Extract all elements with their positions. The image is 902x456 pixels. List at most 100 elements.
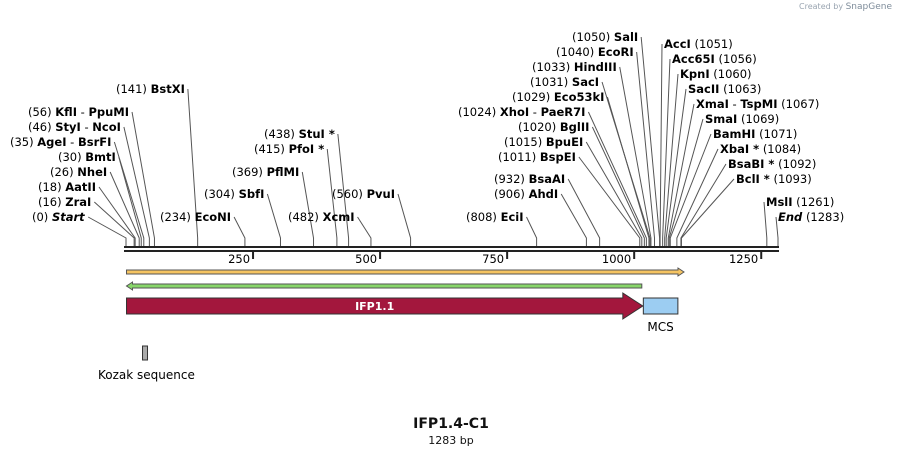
site-connector <box>560 193 587 246</box>
restriction-site[interactable]: (1024) XhoI - PaeR7I <box>458 105 647 246</box>
site-connector <box>601 81 651 246</box>
site-label: (369) PflMI <box>232 165 299 179</box>
site-connector <box>680 163 727 246</box>
site-connector <box>587 111 647 246</box>
site-connector <box>668 118 704 246</box>
restriction-site[interactable]: (1031) SacI <box>530 75 651 246</box>
restriction-site[interactable]: XmaI - TspMI (1067) <box>667 97 819 246</box>
mcs-feature-box[interactable] <box>642 297 679 315</box>
restriction-site[interactable]: (1040) EcoRI <box>556 45 656 246</box>
site-label: SacII (1063) <box>688 82 761 96</box>
restriction-site[interactable]: (35) AgeI - BsrFI <box>10 135 145 246</box>
restriction-site[interactable]: (56) KflI - PpuMI <box>28 105 155 246</box>
map-length: 1283 bp <box>428 434 474 447</box>
site-connector <box>87 216 127 246</box>
restriction-site[interactable]: AccI (1051) <box>659 37 733 246</box>
axis-tick-label: 1000 <box>602 252 631 266</box>
site-label: (30) BmtI <box>58 150 116 164</box>
ifp-feature-arrow[interactable] <box>126 292 644 320</box>
features: IFP1.1 MCS Kozak sequence <box>98 267 685 382</box>
restriction-site[interactable]: (808) EciI <box>466 210 538 246</box>
restriction-site[interactable]: (16) ZraI <box>38 195 135 246</box>
site-connector <box>98 186 136 246</box>
site-label: (46) StyI - NcoI <box>28 120 121 134</box>
site-connector <box>664 73 679 246</box>
restriction-site[interactable]: (906) AhdI <box>494 187 587 246</box>
restriction-site[interactable]: KpnI (1060) <box>664 67 752 246</box>
restriction-site[interactable]: (932) BsaAI <box>494 172 601 246</box>
restriction-site[interactable]: (415) PfoI * <box>254 142 338 246</box>
site-connector <box>337 133 350 246</box>
site-label: (1029) Eco53kI <box>512 90 604 104</box>
site-label: (35) AgeI - BsrFI <box>10 135 111 149</box>
restriction-site[interactable]: SacII (1063) <box>665 82 761 246</box>
site-connector <box>680 178 735 246</box>
site-label: Acc65I (1056) <box>672 52 757 66</box>
site-label: (26) NheI <box>50 165 107 179</box>
site-label: (16) ZraI <box>38 195 91 209</box>
site-connector <box>109 171 140 246</box>
kozak-feature-box[interactable] <box>142 345 149 361</box>
restriction-site[interactable]: (304) SbfI <box>204 187 281 246</box>
site-connector <box>763 201 768 246</box>
site-label: (1040) EcoRI <box>556 45 634 59</box>
restriction-site[interactable]: (560) PvuI <box>332 187 412 246</box>
axis-tick-label: 500 <box>355 252 377 266</box>
site-connector <box>266 193 281 246</box>
restriction-site[interactable]: (0) Start <box>32 210 127 246</box>
restriction-site[interactable]: (438) StuI * <box>264 127 350 246</box>
site-connector <box>118 156 142 246</box>
restriction-site[interactable]: (46) StyI - NcoI <box>28 120 150 246</box>
orf-reverse-arrow[interactable] <box>125 281 643 291</box>
kozak-feature-label: Kozak sequence <box>98 368 195 382</box>
restriction-site[interactable]: BclI * (1093) <box>680 172 812 246</box>
created-by-text: Created by <box>799 2 844 11</box>
restriction-site[interactable]: (1011) BspEI <box>498 150 641 246</box>
site-label: (906) AhdI <box>494 187 558 201</box>
restriction-site[interactable]: (1050) SalI <box>572 30 661 246</box>
restriction-site[interactable]: SmaI (1069) <box>668 112 779 246</box>
restriction-site[interactable]: (141) BstXI <box>116 82 199 246</box>
site-connector <box>233 216 246 246</box>
site-label: (1015) BpuEI <box>504 135 583 149</box>
site-label: (415) PfoI * <box>254 142 324 156</box>
restriction-site[interactable]: (1033) HindIII <box>532 60 652 246</box>
restriction-site[interactable]: (30) BmtI <box>58 150 142 246</box>
site-connector <box>640 36 661 246</box>
site-connector <box>187 88 199 246</box>
site-connector <box>123 126 150 246</box>
site-label: (141) BstXI <box>116 82 185 96</box>
site-connector <box>113 141 145 246</box>
site-connector <box>619 66 652 246</box>
site-label: BamHI (1071) <box>713 127 797 141</box>
restriction-site[interactable]: MslI (1261) <box>763 195 834 246</box>
map-title-block: IFP1.4-C1 1283 bp <box>0 416 902 447</box>
restriction-site[interactable]: (369) PflMI <box>232 165 315 246</box>
site-label: KpnI (1060) <box>680 67 752 81</box>
site-label: (234) EcoNI <box>160 210 231 224</box>
ifp-feature-label: IFP1.1 <box>355 300 394 313</box>
restriction-site[interactable]: Acc65I (1056) <box>662 52 757 246</box>
restriction-site[interactable]: (26) NheI <box>50 165 140 246</box>
site-label: SmaI (1069) <box>705 112 779 126</box>
restriction-site[interactable]: (1020) BglII <box>518 120 645 246</box>
site-connector <box>578 156 641 246</box>
site-label: (18) AatII <box>38 180 96 194</box>
restriction-site[interactable]: (1015) BpuEI <box>504 135 643 246</box>
restriction-site[interactable]: End (1283) <box>775 210 844 246</box>
restriction-site[interactable]: (234) EcoNI <box>160 210 246 246</box>
site-label: BsaBI * (1092) <box>728 157 816 171</box>
sequence-backbone <box>124 246 779 252</box>
orf-forward-arrow[interactable] <box>126 267 685 277</box>
restriction-site[interactable]: (1029) Eco53kI <box>512 90 650 246</box>
site-connector <box>669 133 712 246</box>
restriction-site[interactable]: BamHI (1071) <box>669 127 797 246</box>
site-connector <box>326 148 338 246</box>
restriction-site[interactable]: BsaBI * (1092) <box>680 157 816 246</box>
restriction-site[interactable]: (482) XcmI <box>288 210 372 246</box>
restriction-site[interactable]: XbaI * (1084) <box>676 142 801 246</box>
site-connector <box>676 148 719 246</box>
site-label: (1050) SalI <box>572 30 638 44</box>
restriction-site[interactable]: (18) AatII <box>38 180 136 246</box>
